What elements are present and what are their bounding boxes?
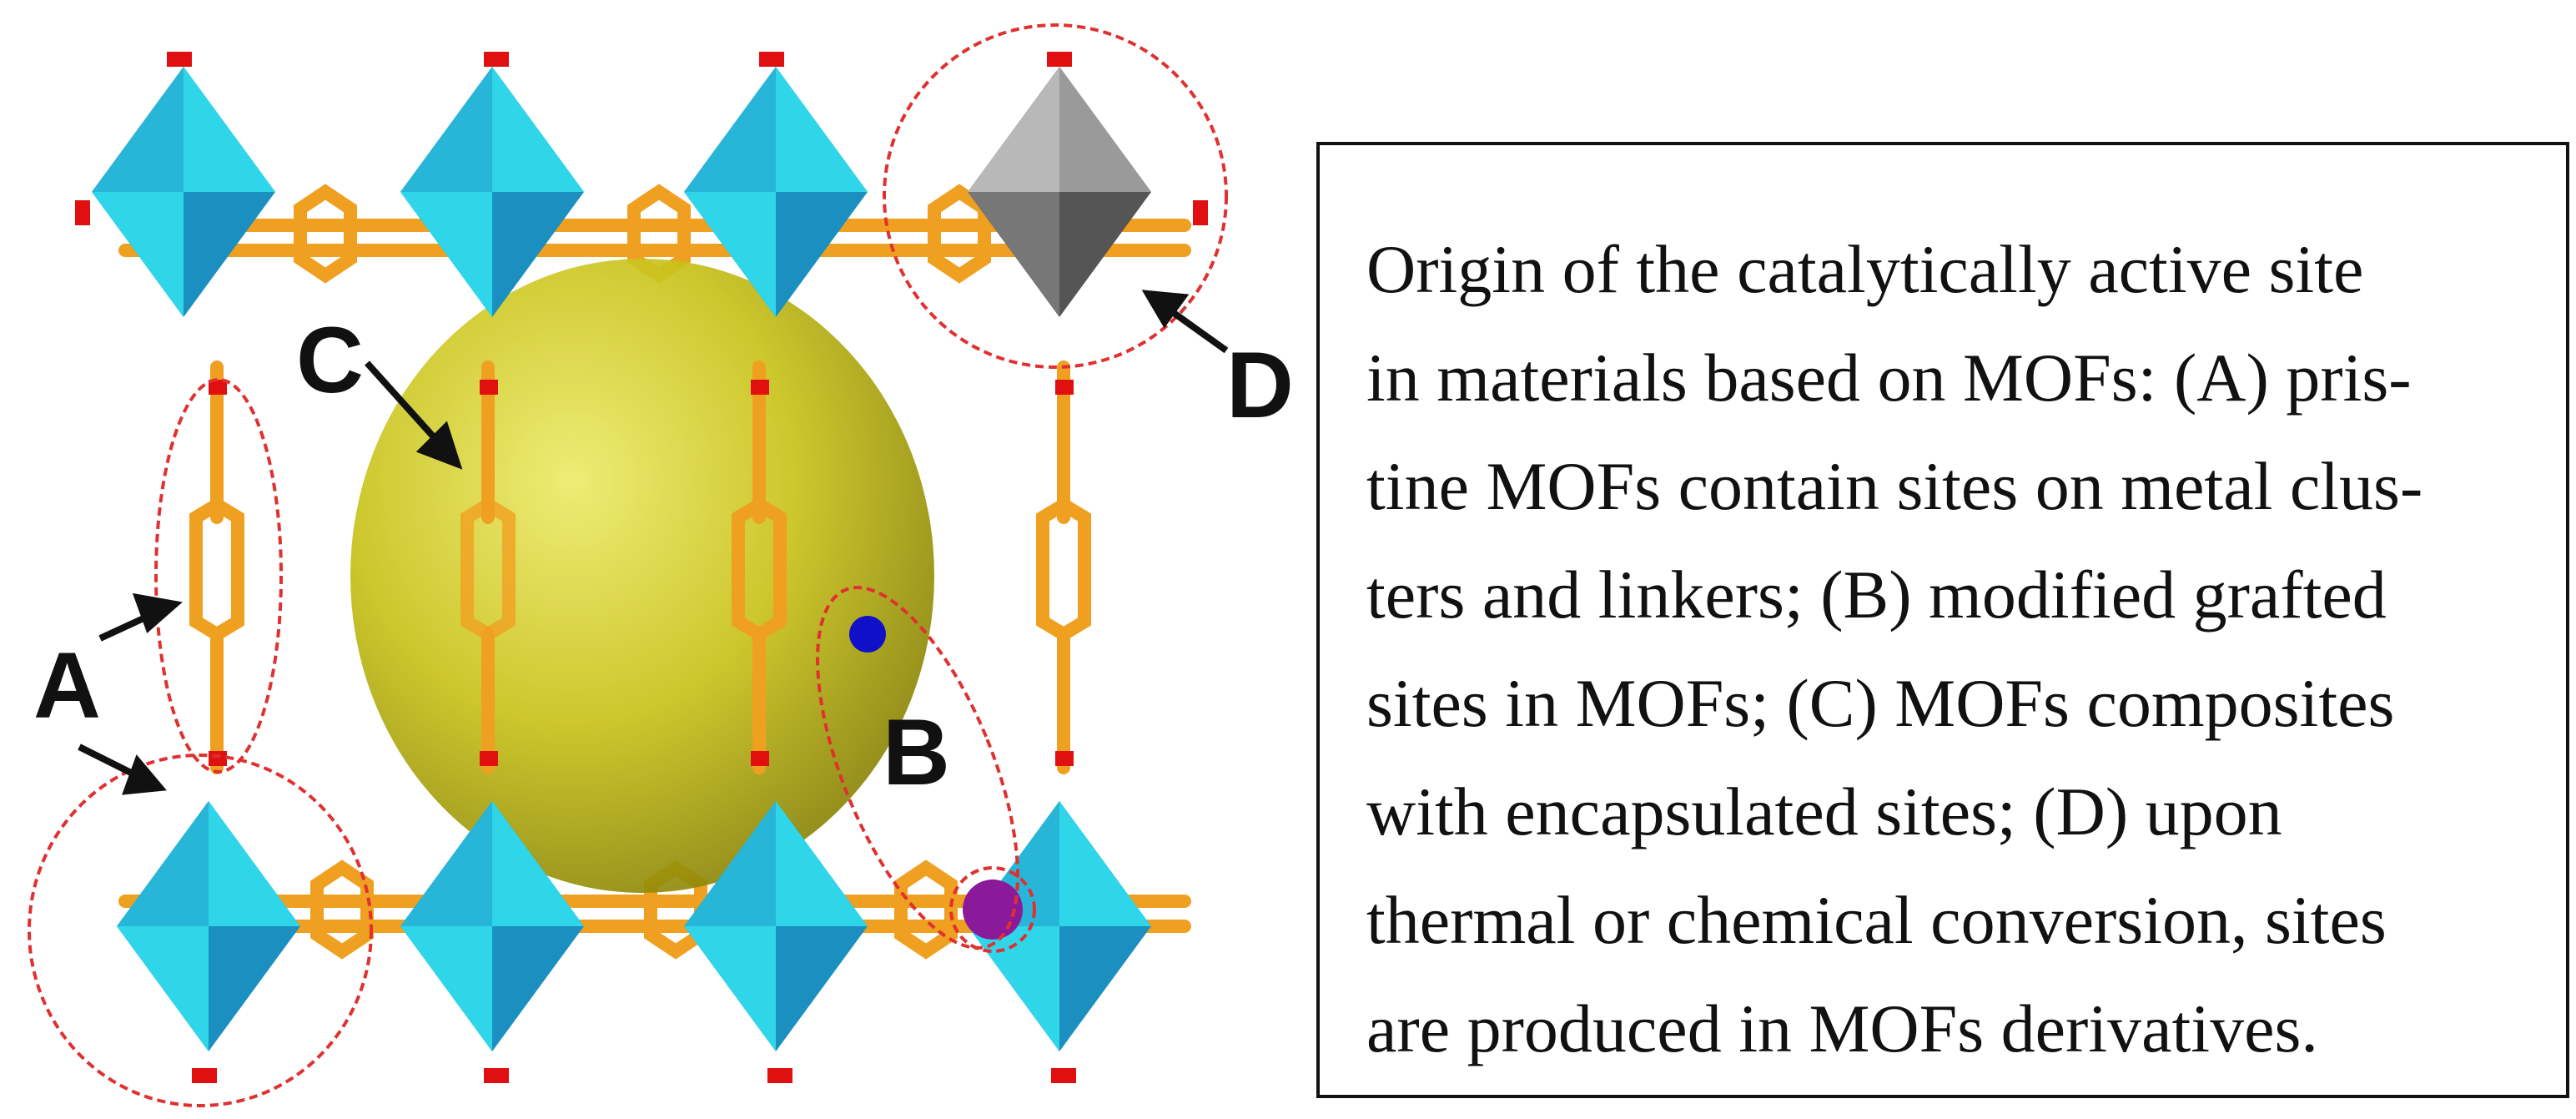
caption-line-4: ters and linkers; (B) modified grafted xyxy=(1366,557,2387,633)
arrow-c xyxy=(365,360,445,449)
annotation-arrows xyxy=(78,290,1229,795)
highlight-circles xyxy=(28,23,1228,1107)
cluster-bottom-3 xyxy=(684,801,868,1051)
top-clusters xyxy=(92,67,1151,317)
label-a: A xyxy=(33,633,101,738)
highlight-a-cluster xyxy=(28,754,373,1107)
caption-line-6: with encapsulated sites; (D) upon xyxy=(1366,774,2282,849)
encapsulated-sphere xyxy=(350,259,934,893)
cluster-bottom-2 xyxy=(400,801,584,1051)
label-b: B xyxy=(883,700,950,804)
highlight-b-purple xyxy=(949,866,1036,953)
grafted-site-blue xyxy=(849,616,886,653)
cluster-top-4-converted xyxy=(968,67,1151,317)
caption-box: Origin of the catalytically active site … xyxy=(1316,142,2569,1098)
caption-line-7: thermal or chemical conversion, sites xyxy=(1366,882,2387,958)
highlight-a-linker xyxy=(154,378,283,774)
cluster-top-2 xyxy=(400,67,584,317)
caption-line-5: sites in MOFs; (C) MOFs composites xyxy=(1366,665,2395,741)
vertical-linkers xyxy=(189,360,1091,774)
mof-structure-illustration: C A B D xyxy=(28,23,1294,1107)
caption-line-8: are produced in MOFs derivatives. xyxy=(1366,990,2318,1066)
label-c: C xyxy=(296,308,364,412)
highlight-d xyxy=(883,23,1228,369)
cluster-top-3 xyxy=(684,67,868,317)
arrow-a-lower xyxy=(78,743,139,779)
caption-line-1: Origin of the catalytically active site xyxy=(1366,231,2364,307)
caption-line-3: tine MOFs contain sites on metal clus- xyxy=(1366,448,2423,524)
arrow-d xyxy=(1165,305,1229,354)
highlight-b xyxy=(816,586,1019,950)
cluster-top-1 xyxy=(92,67,275,317)
caption-line-2: in materials based on MOFs: (A) pris- xyxy=(1366,340,2412,416)
oxygen-atoms xyxy=(75,52,1208,1083)
bottom-clusters xyxy=(117,801,1151,1051)
cluster-bottom-1 xyxy=(117,801,300,1051)
cluster-bottom-4 xyxy=(968,801,1151,1051)
label-d: D xyxy=(1226,333,1294,437)
